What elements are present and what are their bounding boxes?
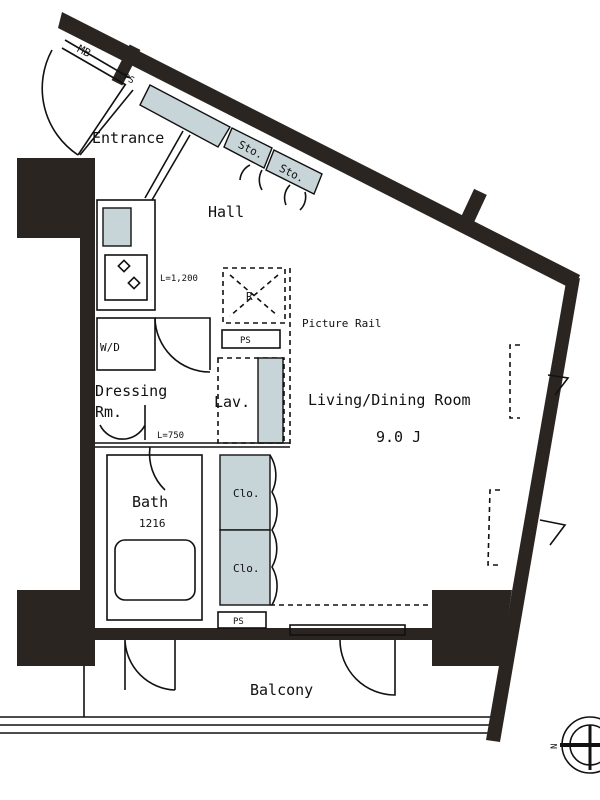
closet-1 <box>219 454 271 531</box>
lav-length-label: L=750 <box>157 431 184 441</box>
dressing-room-label-2: Rm. <box>95 403 122 421</box>
refrigerator-label: R <box>246 290 253 303</box>
washer-dryer-label: W/D <box>100 341 120 354</box>
kitchen-length-label: L=1,200 <box>160 274 198 284</box>
living-size-label: 9.0 J <box>376 428 421 446</box>
right-wall <box>486 278 580 742</box>
balcony-label: Balcony <box>250 681 313 699</box>
refrigerator-space <box>222 267 286 324</box>
closets <box>217 454 430 629</box>
closet-label: Clo. <box>233 487 260 500</box>
storage-1 <box>223 127 273 169</box>
windows <box>289 344 570 696</box>
vanity <box>257 357 284 444</box>
ps-label: PS <box>240 336 251 346</box>
sink <box>102 207 132 247</box>
kitchen <box>96 199 286 349</box>
north-arrow-icon <box>560 716 600 774</box>
bath-room <box>106 454 203 621</box>
stove <box>104 254 148 301</box>
dressing-room-label: Dressing <box>95 382 167 400</box>
north-label: N <box>550 744 560 749</box>
bath-size-label: 1216 <box>139 517 166 530</box>
picture-rail-label: Picture Rail <box>302 317 381 330</box>
closet-label: Clo. <box>233 562 260 575</box>
ps-label: PS <box>121 73 135 87</box>
living-dining-label: Living/Dining Room <box>308 391 471 409</box>
lavatory-label: Lav. <box>214 393 250 411</box>
closet-2 <box>219 529 271 606</box>
storage-2 <box>265 149 323 195</box>
bath-label: Bath <box>132 493 168 511</box>
bathtub <box>114 539 196 601</box>
ps-label: PS <box>233 617 244 627</box>
balcony-railing <box>0 665 492 734</box>
hall-label: Hall <box>208 203 244 221</box>
entrance-label: Entrance <box>92 129 164 147</box>
entrance-area <box>41 39 323 211</box>
top-diagonal-wall <box>58 12 580 290</box>
shoe-cabinet <box>139 84 231 148</box>
wet-areas <box>95 317 290 691</box>
washer-dryer <box>96 317 156 371</box>
mb-label: MB <box>75 42 93 60</box>
